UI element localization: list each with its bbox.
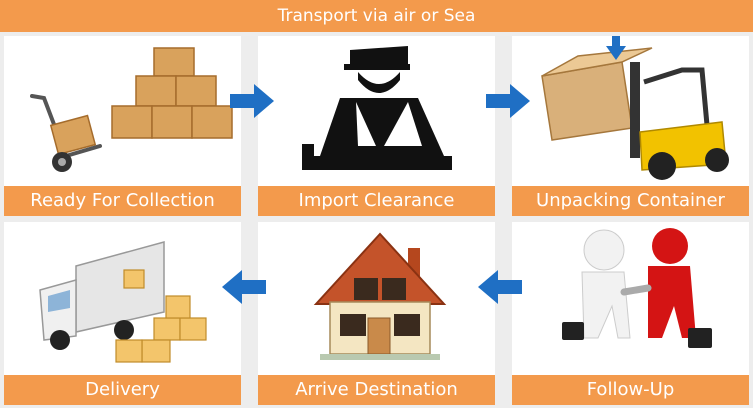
house-icon [313,232,447,360]
step-label: Ready For Collection [4,186,241,216]
step-delivery: Delivery [4,222,241,405]
hand-truck-boxes-icon [30,47,233,172]
down-arrow-icon [606,36,626,60]
right-arrow-icon [486,84,530,118]
delivery-truck-icon [39,241,207,363]
step-arrive-destination: Arrive Destination [258,222,495,405]
left-arrow-icon [478,270,522,304]
right-arrow-icon [230,84,274,118]
forklift-icon [541,47,729,180]
step-label: Follow-Up [512,375,749,405]
header-title: Transport via air or Sea [277,6,476,26]
step-follow-up: Follow-Up [512,222,749,405]
step-label: Import Clearance [258,186,495,216]
header-bar: Transport via air or Sea [0,0,753,32]
step-unpacking-container: Unpacking Container [512,36,749,216]
step-label: Unpacking Container [512,186,749,216]
step-ready-for-collection: Ready For Collection [4,36,241,216]
step-label: Arrive Destination [258,375,495,405]
customs-officer-icon [302,46,452,170]
step-label: Delivery [4,375,241,405]
handshake-icon [562,228,712,348]
left-arrow-icon [222,270,266,304]
step-import-clearance: Import Clearance [258,36,495,216]
